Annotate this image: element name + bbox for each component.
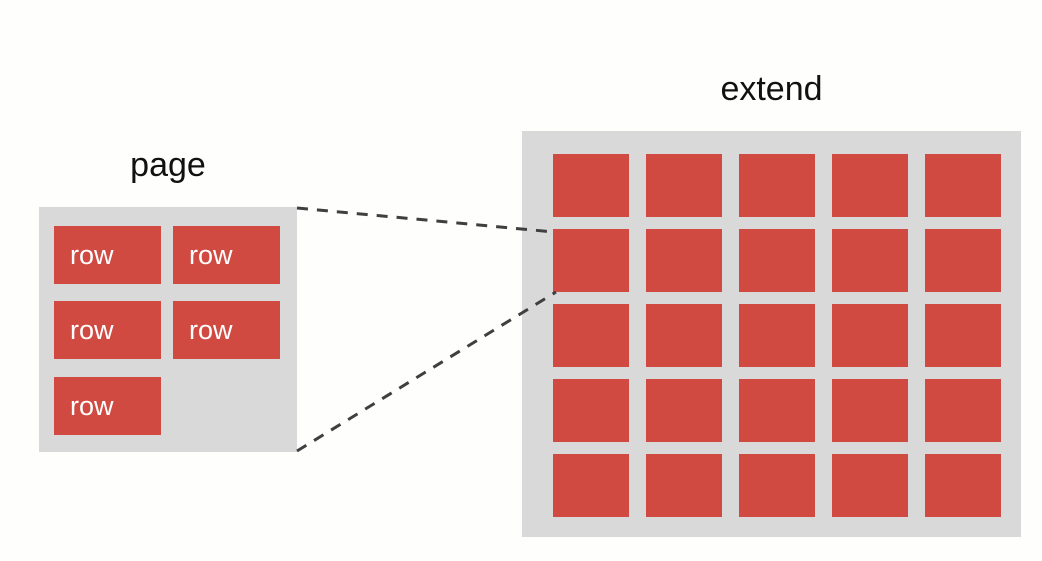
top-connector: [296, 206, 555, 234]
extend-grid-cell: [925, 154, 1001, 217]
extend-grid-cell: [553, 229, 629, 292]
page-row-cell: row: [173, 301, 280, 359]
extend-grid-cell: [832, 454, 908, 517]
page-row-cell: row: [54, 301, 161, 359]
extend-grid-cell: [739, 304, 815, 367]
extend-grid-cell: [925, 454, 1001, 517]
extend-grid-cell: [739, 154, 815, 217]
extend-grid-cell: [646, 304, 722, 367]
extend-grid-cell: [832, 229, 908, 292]
page-row-cell: row: [173, 226, 280, 284]
extend-grid-cell: [553, 154, 629, 217]
page-row-cell: row: [54, 377, 161, 435]
extend-grid-cell: [646, 379, 722, 442]
extend-grid-cell: [832, 304, 908, 367]
extend-grid-cell: [925, 304, 1001, 367]
extend-grid-cell: [925, 229, 1001, 292]
extend-grid-cell: [739, 454, 815, 517]
page-row-cell: row: [54, 226, 161, 284]
extend-caption: extend: [720, 70, 823, 108]
extend-grid-cell: [739, 229, 815, 292]
extend-grid-cell: [646, 154, 722, 217]
extend-grid-cell: [553, 379, 629, 442]
extend-grid-cell: [925, 379, 1001, 442]
extend-grid-cell: [832, 379, 908, 442]
extend-grid-cell: [646, 229, 722, 292]
bottom-connector: [296, 290, 557, 453]
page-caption: page: [130, 146, 206, 184]
extend-grid-cell: [553, 304, 629, 367]
extend-grid-cell: [832, 154, 908, 217]
extend-grid-cell: [739, 379, 815, 442]
extend-grid-cell: [646, 454, 722, 517]
extend-grid-cell: [553, 454, 629, 517]
